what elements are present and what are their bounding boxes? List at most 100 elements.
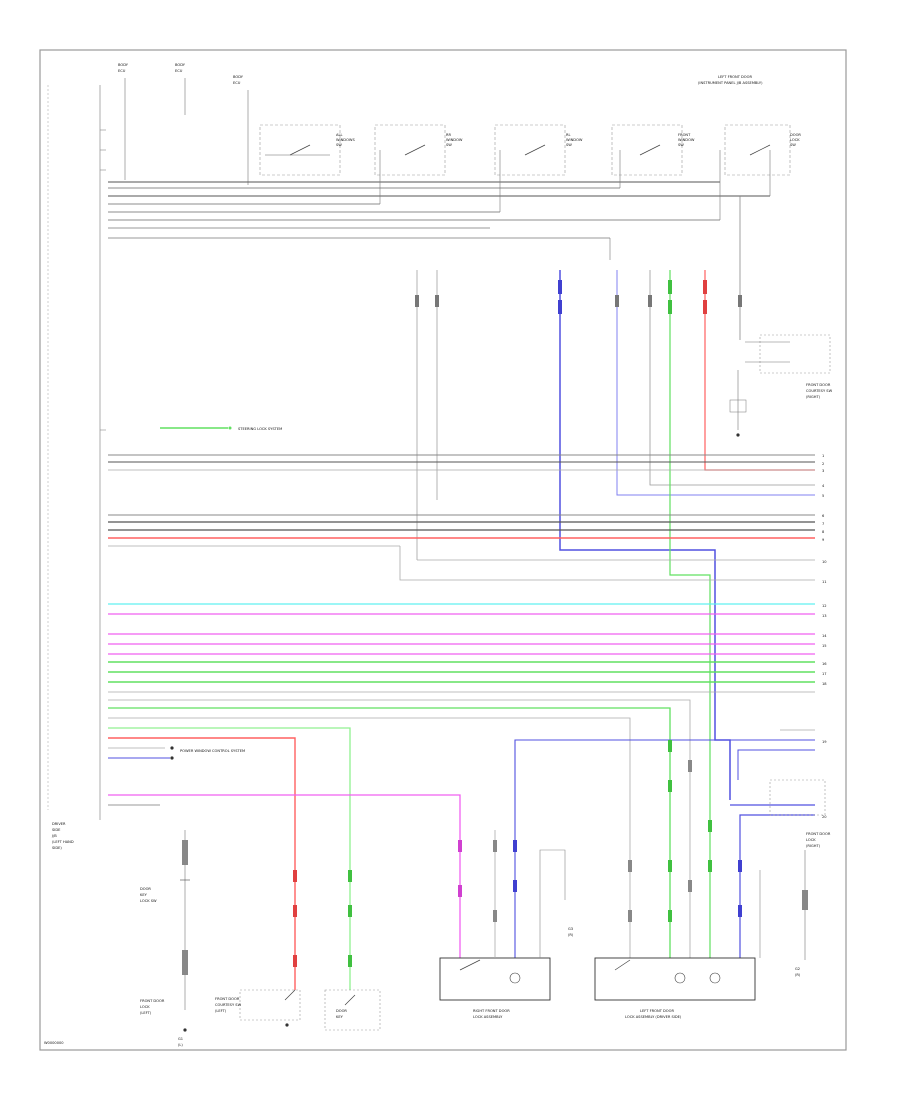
svg-text:DOOR: DOOR xyxy=(336,1009,347,1013)
vertical-wires xyxy=(416,196,815,960)
svg-text:DOOR: DOOR xyxy=(790,133,801,137)
svg-text:COURTESY SW: COURTESY SW xyxy=(215,1003,242,1007)
svg-text:LOCK ASSEMBLY (DRIVER SIDE): LOCK ASSEMBLY (DRIVER SIDE) xyxy=(625,1015,682,1019)
right-lower-component: FRONT DOOR LOCK (RIGHT) G2 (R) xyxy=(769,779,831,977)
svg-text:SW: SW xyxy=(336,143,342,147)
svg-text:COURTESY SW: COURTESY SW xyxy=(806,389,833,393)
ref-note-steering: STEERING LOCK SYSTEM xyxy=(160,426,282,431)
svg-text:J/B: J/B xyxy=(51,834,57,838)
svg-text:RL: RL xyxy=(566,133,571,137)
switch-box-2: RR WINDOW SW xyxy=(374,124,463,176)
svg-text:DOOR: DOOR xyxy=(140,887,151,891)
svg-text:SW: SW xyxy=(566,143,572,147)
svg-text:BODY: BODY xyxy=(118,63,129,67)
svg-text:SW: SW xyxy=(446,143,452,147)
svg-text:FRONT: FRONT xyxy=(678,133,691,137)
key-unlock-switch: DOOR KEY xyxy=(324,989,381,1031)
right-blue-wires xyxy=(514,729,815,960)
svg-text:18: 18 xyxy=(822,682,827,686)
switch-box-4: FRONT WINDOW SW xyxy=(611,124,695,176)
svg-text:(RIGHT): (RIGHT) xyxy=(806,844,821,848)
svg-text:ECU: ECU xyxy=(118,69,126,73)
svg-text:(L): (L) xyxy=(178,1043,183,1047)
svg-text:12: 12 xyxy=(822,604,827,608)
svg-text:2: 2 xyxy=(822,462,824,466)
svg-text:WINDOW: WINDOW xyxy=(566,138,583,142)
lower-wire-marks xyxy=(293,740,742,967)
svg-text:G2: G2 xyxy=(795,967,800,971)
svg-text:9: 9 xyxy=(822,538,825,542)
svg-text:ALL: ALL xyxy=(336,133,342,137)
lf-door-lock-assembly: LEFT FRONT DOOR LOCK ASSEMBLY (DRIVER SI… xyxy=(594,870,761,1019)
svg-text:(LEFT): (LEFT) xyxy=(215,1009,227,1013)
svg-text:KEY: KEY xyxy=(336,1015,344,1019)
svg-text:WINDOWS: WINDOWS xyxy=(336,138,355,142)
svg-text:11: 11 xyxy=(822,580,827,584)
wire-bundle-1 xyxy=(108,454,815,471)
svg-text:BODY: BODY xyxy=(175,63,186,67)
switch-box-3: RL WINDOW SW xyxy=(494,124,583,176)
diagram-frame xyxy=(39,49,847,1051)
svg-text:SW: SW xyxy=(678,143,684,147)
svg-text:8: 8 xyxy=(822,530,825,534)
svg-text:G3: G3 xyxy=(568,927,573,931)
left-column-label: DRIVER SIDE J/B (LEFT HAND SIDE) xyxy=(51,822,74,850)
svg-text:17: 17 xyxy=(822,672,827,676)
courtesy-switch-right: FRONT DOOR COURTESY SW (RIGHT) xyxy=(729,334,833,437)
svg-text:SIDE: SIDE xyxy=(52,828,61,832)
svg-text:RIGHT FRONT DOOR: RIGHT FRONT DOOR xyxy=(473,1009,510,1013)
svg-text:KEY: KEY xyxy=(140,893,148,897)
svg-text:FRONT DOOR: FRONT DOOR xyxy=(806,832,831,836)
svg-text:WINDOW: WINDOW xyxy=(678,138,695,142)
svg-text:LOCK ASSEMBLY: LOCK ASSEMBLY xyxy=(473,1015,503,1019)
courtesy-switch-left: FRONT DOOR COURTESY SW (LEFT) xyxy=(215,989,301,1027)
svg-text:RR: RR xyxy=(446,133,451,137)
svg-text:STEERING LOCK SYSTEM: STEERING LOCK SYSTEM xyxy=(238,427,282,431)
svg-text:ECU: ECU xyxy=(175,69,183,73)
svg-text:FRONT DOOR: FRONT DOOR xyxy=(215,997,240,1001)
svg-text:16: 16 xyxy=(822,662,827,666)
svg-text:19: 19 xyxy=(822,740,827,744)
svg-text:FRONT DOOR: FRONT DOOR xyxy=(140,999,165,1003)
svg-text:(RIGHT): (RIGHT) xyxy=(806,395,821,399)
svg-text:LEFT FRONT DOOR: LEFT FRONT DOOR xyxy=(640,1009,674,1013)
wire-bundle-3 xyxy=(108,603,815,693)
svg-text:WINDOW: WINDOW xyxy=(446,138,463,142)
svg-text:(LEFT): (LEFT) xyxy=(140,1011,152,1015)
svg-text:3: 3 xyxy=(822,469,824,473)
top-ecu-1: BODY ECU xyxy=(118,63,129,180)
right-terminal-numbers: 1 2 3 4 5 6 7 8 9 10 11 12 13 14 15 16 1… xyxy=(822,454,827,819)
svg-text:FRONT DOOR: FRONT DOOR xyxy=(806,383,831,387)
switch-box-5: DOOR LOCK SW xyxy=(724,124,801,176)
svg-text:13: 13 xyxy=(822,614,827,618)
wire-bundle-4: POWER WINDOW CONTROL SYSTEM xyxy=(108,699,691,990)
svg-text:1: 1 xyxy=(822,454,824,458)
svg-text:LOCK SW: LOCK SW xyxy=(140,899,157,903)
page-id: W0000000 xyxy=(44,1041,64,1045)
svg-text:5: 5 xyxy=(822,494,824,498)
svg-text:20: 20 xyxy=(822,815,827,819)
top-ecu-3: BODY ECU xyxy=(233,75,249,185)
wire-marks xyxy=(415,280,742,314)
svg-text:(LEFT HAND: (LEFT HAND xyxy=(52,840,74,844)
svg-text:LOCK: LOCK xyxy=(140,1005,150,1009)
top-right-title: LEFT FRONT DOOR (INSTRUMENT PANEL J/B AS… xyxy=(698,75,763,85)
left-key-cylinder: DOOR KEY LOCK SW FRONT DOOR LOCK (LEFT) … xyxy=(140,830,190,1047)
svg-text:LOCK: LOCK xyxy=(790,138,800,142)
switch-box-1: ALL WINDOWS SW xyxy=(259,124,355,176)
svg-text:15: 15 xyxy=(822,644,827,648)
svg-text:6: 6 xyxy=(822,514,825,518)
svg-text:10: 10 xyxy=(822,560,827,564)
left-terminal-ticks xyxy=(100,129,106,431)
svg-text:G1: G1 xyxy=(178,1037,183,1041)
top-ecu-2: BODY ECU xyxy=(175,63,186,115)
svg-text:ECU: ECU xyxy=(233,81,241,85)
svg-text:(R): (R) xyxy=(568,933,574,937)
svg-text:7: 7 xyxy=(822,522,824,526)
svg-text:DRIVER: DRIVER xyxy=(52,822,66,826)
svg-text:SW: SW xyxy=(790,143,796,147)
svg-text:14: 14 xyxy=(822,634,827,638)
rf-door-lock-assembly: RIGHT FRONT DOOR LOCK ASSEMBLY G3 (R) xyxy=(439,830,574,1019)
svg-text:LEFT FRONT DOOR: LEFT FRONT DOOR xyxy=(718,75,752,79)
